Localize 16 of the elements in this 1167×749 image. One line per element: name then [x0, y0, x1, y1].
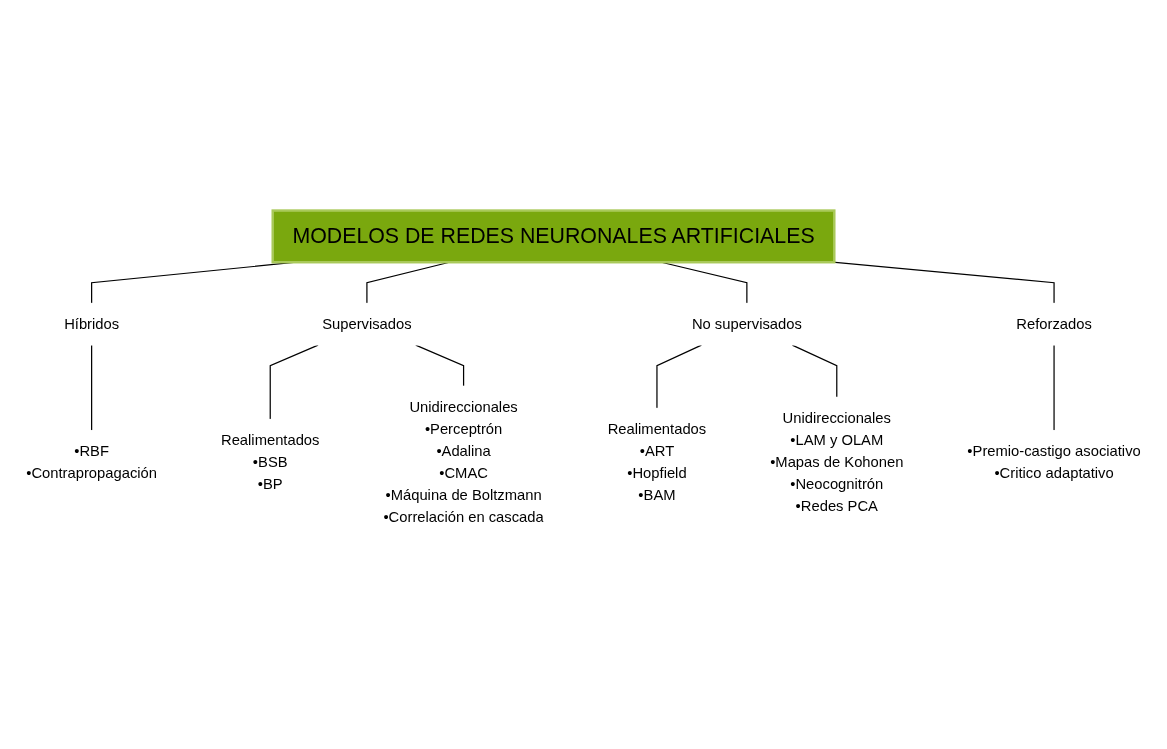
- node-box: MODELOS DE REDES NEURONALES ARTIFICIALES: [271, 209, 836, 264]
- node-text: Unidireccionales •Perceptrón •Adalina •CMAC •Máquina de Boltzmann •Correlación en cascada: [383, 398, 544, 526]
- node-text: No supervisados: [691, 315, 802, 332]
- node-text: Supervisados: [322, 315, 412, 332]
- connector: [1053, 344, 1055, 431]
- node-text: Realimentados •BSB •BP: [220, 431, 320, 493]
- connector: [91, 344, 93, 431]
- node-text: Híbridos: [64, 315, 120, 332]
- node-text: •Premio-castigo asociativo •Critico adaptativo: [967, 442, 1141, 482]
- connector: [656, 344, 703, 409]
- node-text: Unidireccionales •LAM y OLAM •Mapas de Kohonen •Neocognitrón •Redes PCA: [770, 409, 904, 515]
- connector: [415, 344, 465, 387]
- node-text: •RBF •Contrapropagación: [26, 442, 158, 482]
- node-text: Reforzados: [1016, 315, 1092, 332]
- connector: [269, 344, 319, 420]
- node-text: Realimentados •ART •Hopfield •BAM: [607, 420, 707, 504]
